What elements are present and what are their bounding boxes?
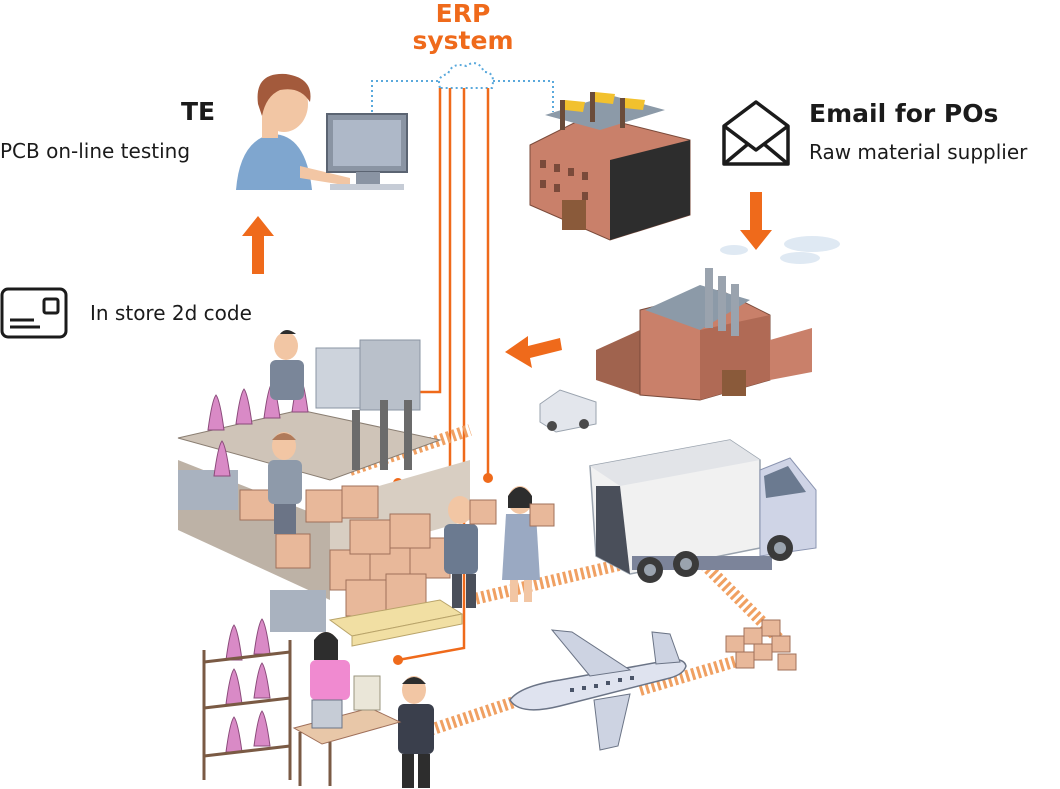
arrow-left-icon xyxy=(505,336,562,368)
cloud-icon xyxy=(438,62,494,89)
storage-shelf xyxy=(202,640,292,780)
flow-paths xyxy=(348,424,785,736)
network-lines xyxy=(371,80,554,112)
erp-title-line2: system xyxy=(412,26,514,55)
small-van xyxy=(539,389,597,433)
in-store-label: In store 2d code xyxy=(90,301,252,325)
te-title: TE xyxy=(181,97,216,126)
erp-system-title: ERP system xyxy=(404,0,522,54)
factory xyxy=(596,268,812,401)
smoke xyxy=(720,236,840,264)
id-card-icon xyxy=(0,287,68,339)
production-line xyxy=(177,339,470,632)
workers xyxy=(268,330,555,788)
airplane xyxy=(509,629,687,751)
boxes xyxy=(239,485,797,671)
arrow-up-icon xyxy=(242,216,274,274)
erp-title-line1: ERP xyxy=(435,0,491,28)
pallet xyxy=(328,599,464,647)
woman-at-computer xyxy=(236,73,408,190)
products xyxy=(207,376,309,753)
arrow-down-icon xyxy=(740,192,772,250)
shop-counter xyxy=(292,675,402,786)
te-subtitle: PCB on-line testing xyxy=(0,139,191,163)
envelope-icon xyxy=(722,100,790,166)
email-subtitle: Raw material supplier xyxy=(809,140,1028,164)
delivery-truck xyxy=(589,439,817,583)
email-title: Email for POs xyxy=(809,99,999,128)
office-building xyxy=(529,92,691,241)
